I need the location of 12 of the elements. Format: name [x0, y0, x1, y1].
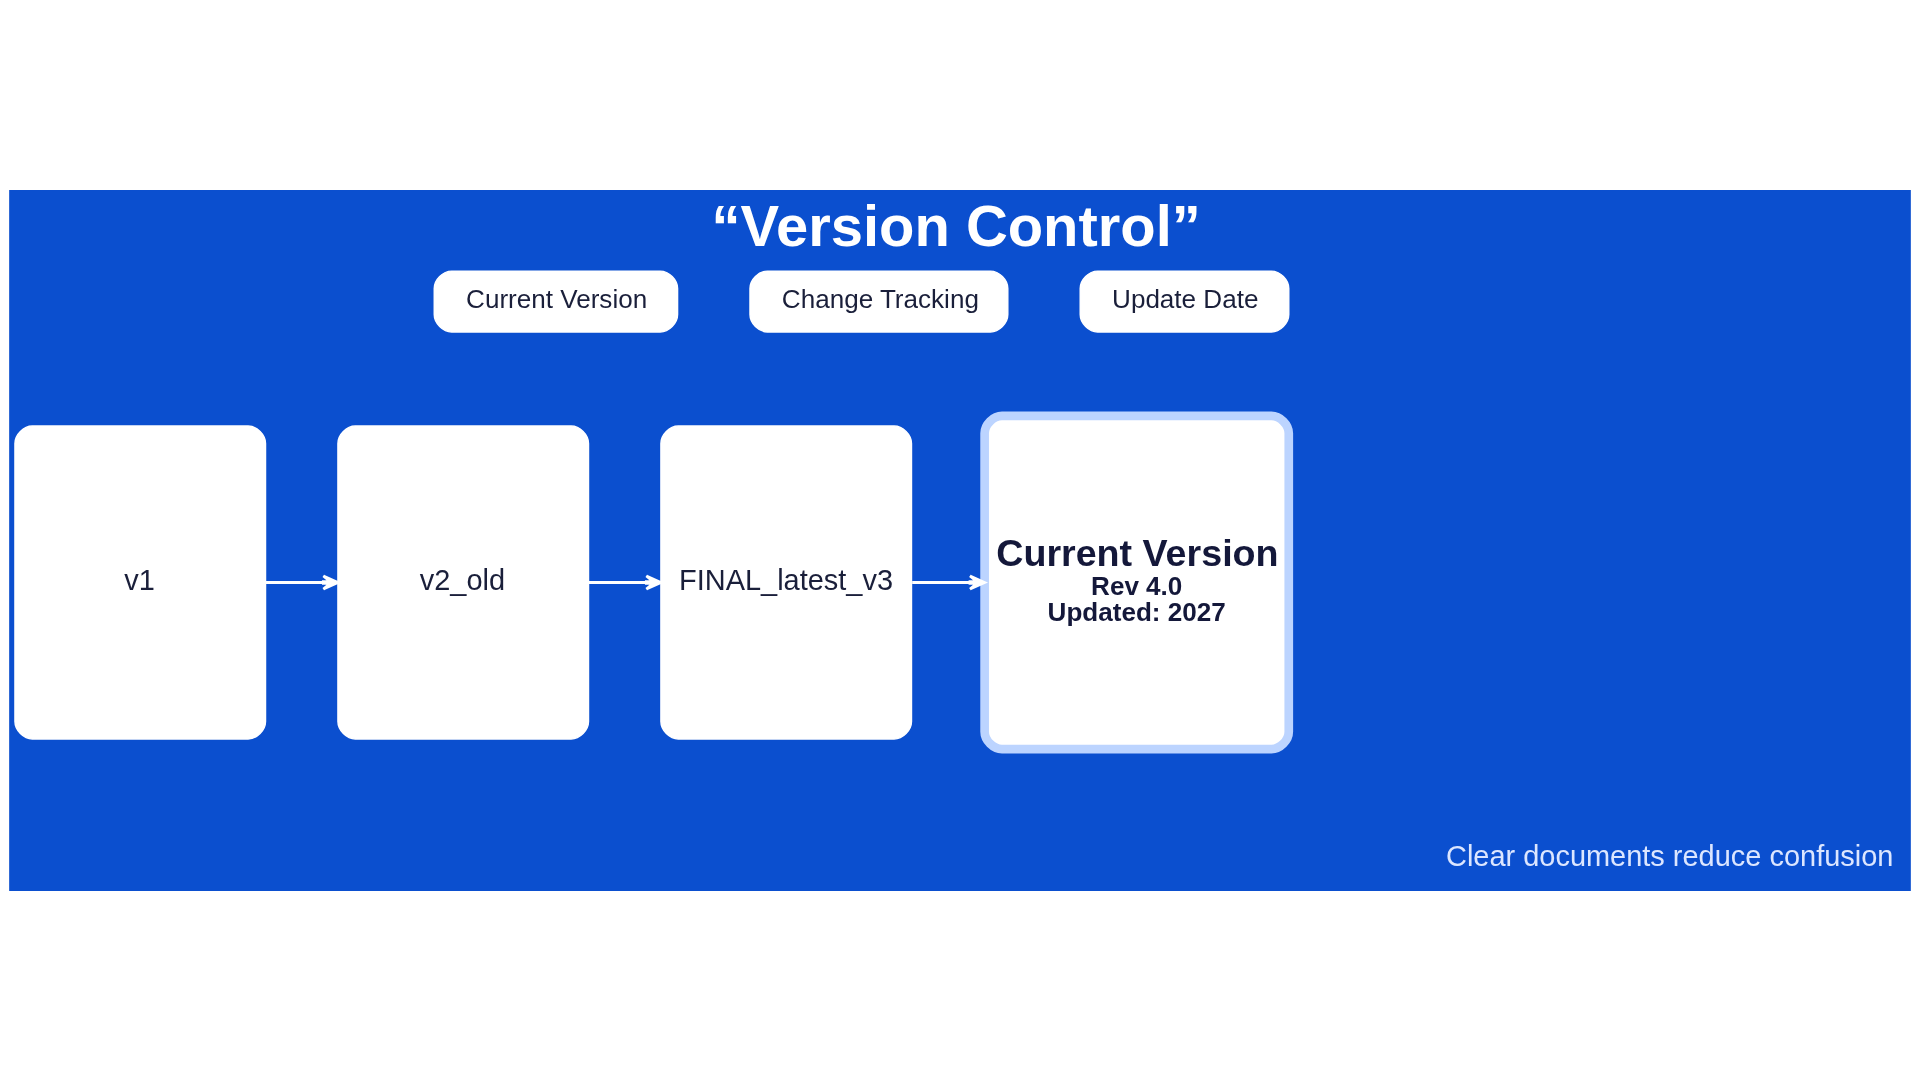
arrow — [265, 574, 340, 590]
node-box: Current Version — [433, 269, 679, 333]
node-box: v2_old — [337, 424, 590, 740]
node-box: Update Date — [1079, 269, 1290, 333]
caption: Clear documents reduce confusion — [1445, 839, 1894, 872]
node-box: v1 — [14, 424, 267, 740]
arrow — [912, 574, 986, 590]
node-box: Current Version Rev 4.0 Updated: 2027 — [980, 411, 1294, 753]
arrow — [588, 574, 663, 590]
node-box: Change Tracking — [749, 269, 1009, 333]
node-box: FINAL_latest_v3 — [660, 424, 913, 740]
diagram-title: “Version Control” — [711, 193, 1201, 258]
